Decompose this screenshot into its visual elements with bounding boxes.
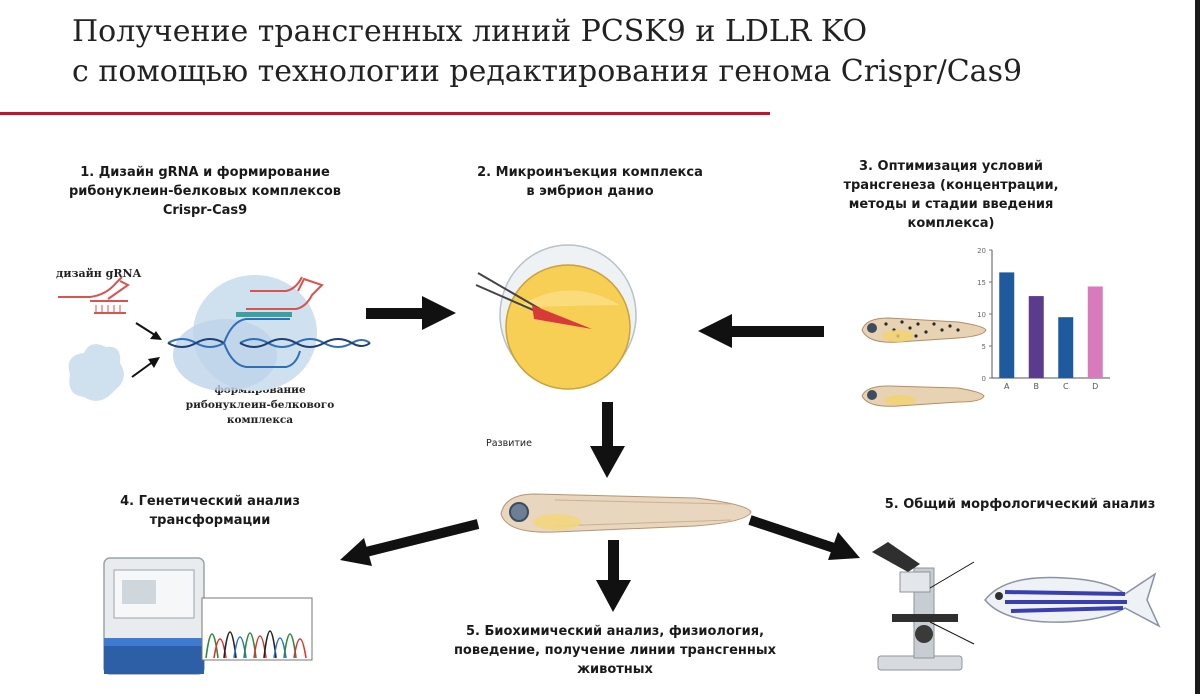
crispr-complex-illustration xyxy=(58,275,371,401)
y-tick-label: 10 xyxy=(977,311,986,319)
injection-needle-icon xyxy=(475,272,592,329)
rnp-complex-icon xyxy=(167,275,371,391)
title-line-2: с помощью технологии редактирования гено… xyxy=(72,54,1023,89)
x-tick-label: A xyxy=(1004,382,1010,391)
larva-pigmented-icon xyxy=(861,317,987,343)
chromatogram-icon xyxy=(201,597,313,661)
y-tick-label: 20 xyxy=(977,247,986,255)
chart-bars xyxy=(999,272,1103,378)
arrow-larva-to-step5-morphology xyxy=(748,515,860,560)
arrow-cas9-to-complex xyxy=(131,360,155,378)
chart-ticks: 0 5 10 15 20A B C D xyxy=(977,247,1098,391)
y-tick-label: 5 xyxy=(982,343,986,351)
adult-zebrafish-icon xyxy=(984,572,1161,628)
arrow-step2-to-larva xyxy=(590,402,625,478)
title-underline xyxy=(0,112,770,115)
title-line-1: Получение трансгенных линий PCSK9 и LDLR… xyxy=(72,14,868,49)
arrow-larva-to-step5-biochem xyxy=(596,540,631,612)
microscope-icon xyxy=(872,542,975,671)
bar-b xyxy=(1028,296,1044,378)
larva-yolk-icon xyxy=(533,514,581,530)
sequencer-illustration xyxy=(103,557,313,675)
arrow-step1-to-step2 xyxy=(366,296,456,330)
slide-edge xyxy=(1195,0,1200,694)
bar-c xyxy=(1058,317,1074,378)
embryo-yolk xyxy=(505,264,631,390)
y-tick-label: 15 xyxy=(977,279,986,287)
cas9-protein-icon xyxy=(68,344,124,401)
larva-plain-icon xyxy=(861,385,985,407)
grna-icon xyxy=(58,276,130,314)
step5-biochem-caption: 5. Биохимический анализ, физиология, пов… xyxy=(453,624,777,677)
bar-d xyxy=(1087,286,1103,378)
grna-design-label: дизайн gRNA xyxy=(56,267,142,280)
microinjection-illustration xyxy=(475,244,637,390)
sequencer-device-icon xyxy=(103,557,205,675)
x-tick-label: C xyxy=(1063,382,1069,391)
arrow-step3-to-step2 xyxy=(698,314,824,348)
page-title: Получение трансгенных линий PCSK9 и LDLR… xyxy=(72,12,1172,92)
y-tick-label: 0 xyxy=(982,375,986,383)
zebrafish-larva-illustration xyxy=(500,493,752,533)
arrow-larva-to-step4 xyxy=(340,519,480,566)
step4-caption: 4. Генетический анализ трансформации xyxy=(120,494,300,528)
step5-morphology-caption: 5. Общий морфологический анализ xyxy=(884,497,1156,512)
development-label: Развитие xyxy=(486,438,532,449)
step3-caption: 3. Оптимизация условий трансгенеза (конц… xyxy=(843,159,1059,231)
x-tick-label: B xyxy=(1034,382,1040,391)
x-tick-label: D xyxy=(1092,382,1098,391)
bar-a xyxy=(999,272,1015,378)
larva-eye-icon xyxy=(509,502,529,522)
larvae-illustration xyxy=(861,317,987,407)
bar-chart: 0 5 10 15 20A B C D xyxy=(977,247,1110,391)
step1-caption: 1. Дизайн gRNA и формирование рибонуклеи… xyxy=(69,165,341,218)
step2-caption: 2. Микроинъекция комплекса в эмбрион дан… xyxy=(477,165,703,199)
